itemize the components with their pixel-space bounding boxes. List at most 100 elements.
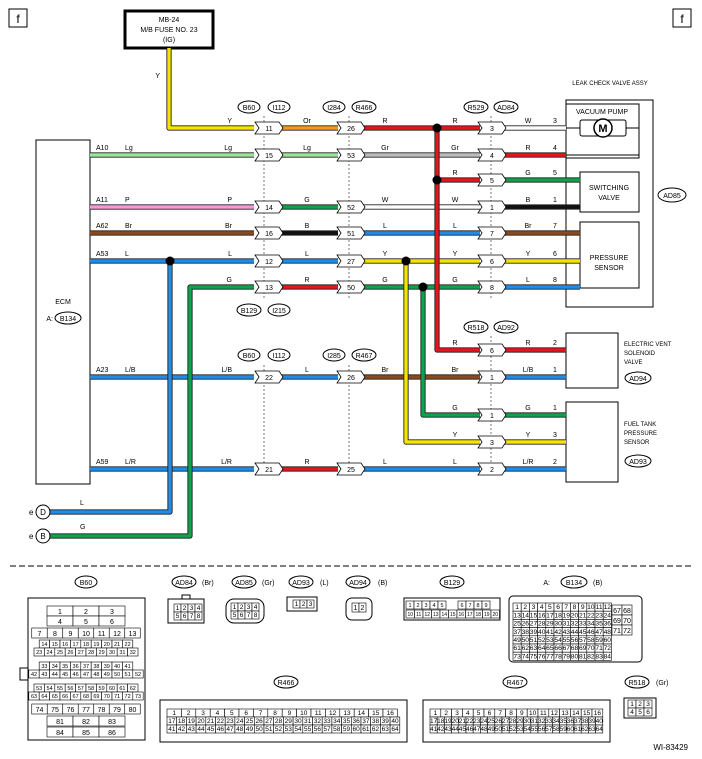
- svg-text:62: 62: [522, 645, 530, 652]
- svg-text:(Br): (Br): [202, 580, 214, 587]
- label-seg5-4: Br: [525, 223, 533, 230]
- svg-text:53: 53: [285, 726, 293, 733]
- svg-text:10: 10: [300, 710, 308, 717]
- svg-text:44: 44: [52, 672, 58, 678]
- svg-text:AD85: AD85: [663, 193, 681, 200]
- label-seg4-5: Y: [453, 251, 458, 258]
- label-pin-A10: A10: [96, 145, 109, 152]
- svg-text:47: 47: [83, 672, 89, 678]
- fuse-box: MB-24 M/B FUSE NO. 23 (IG): [123, 9, 215, 50]
- svg-text:83: 83: [595, 653, 603, 660]
- svg-text:1: 1: [354, 605, 358, 612]
- connector-c-1: 4: [477, 148, 507, 162]
- svg-text:19: 19: [444, 718, 452, 725]
- label-seg4-11: L: [453, 459, 457, 466]
- svg-text:17: 17: [73, 642, 79, 648]
- connector-c-4: 7: [477, 226, 507, 240]
- svg-text:4: 4: [540, 604, 544, 611]
- svg-text:29: 29: [285, 718, 293, 725]
- page-marker-right: f: [672, 8, 692, 28]
- svg-text:R467: R467: [507, 680, 524, 687]
- svg-text:67: 67: [613, 608, 621, 615]
- label-seg4-0: R: [452, 118, 457, 125]
- svg-text:68: 68: [571, 645, 579, 652]
- svg-text:25: 25: [246, 718, 254, 725]
- svg-text:AD93: AD93: [629, 459, 647, 466]
- svg-text:25: 25: [488, 718, 496, 725]
- label-seg2-7: R: [304, 459, 309, 466]
- connector-a-1: 15: [254, 148, 284, 162]
- svg-text:e: e: [29, 508, 34, 517]
- svg-text:17: 17: [168, 718, 176, 725]
- label-seg1-7: L/R: [221, 459, 232, 466]
- label-term-5: 6: [553, 251, 557, 258]
- label-term-9: 1: [553, 405, 557, 412]
- svg-text:58: 58: [587, 637, 595, 644]
- svg-text:MB-24: MB-24: [159, 17, 180, 24]
- svg-text:56: 56: [67, 686, 73, 692]
- svg-text:61: 61: [513, 645, 521, 652]
- svg-text:1: 1: [490, 205, 494, 212]
- svg-text:23: 23: [226, 718, 234, 725]
- svg-text:1: 1: [408, 603, 411, 609]
- svg-text:M/B FUSE NO. 23: M/B FUSE NO. 23: [140, 27, 197, 34]
- svg-text:SENSOR: SENSOR: [624, 440, 650, 446]
- label-term-3: 1: [553, 197, 557, 204]
- svg-text:14: 14: [441, 612, 447, 618]
- svg-text:54: 54: [524, 726, 532, 733]
- connector-a-6: 22: [254, 370, 284, 384]
- svg-text:23: 23: [595, 612, 603, 619]
- wires-layer: [50, 48, 580, 539]
- svg-text:55: 55: [531, 726, 539, 733]
- label-ecm-color-1: P: [125, 197, 130, 204]
- svg-text:18: 18: [475, 612, 481, 618]
- svg-text:27: 27: [347, 259, 355, 266]
- svg-text:24: 24: [236, 718, 244, 725]
- svg-text:50: 50: [256, 726, 264, 733]
- connector-c-8: 1: [477, 370, 507, 384]
- svg-text:48: 48: [480, 726, 488, 733]
- label-ecm-color-4: L/B: [125, 367, 136, 374]
- svg-text:9: 9: [484, 603, 487, 609]
- svg-text:42: 42: [178, 726, 186, 733]
- svg-text:3: 3: [247, 604, 251, 611]
- connector-c-9: 1: [477, 408, 507, 422]
- svg-text:16: 16: [62, 642, 68, 648]
- svg-text:18: 18: [554, 612, 562, 619]
- svg-text:65: 65: [52, 694, 58, 700]
- connector-a-7: 21: [254, 462, 284, 476]
- svg-text:41: 41: [546, 629, 554, 636]
- svg-text:24: 24: [480, 718, 488, 725]
- svg-text:21: 21: [114, 642, 120, 648]
- svg-text:8: 8: [254, 612, 258, 619]
- svg-text:62: 62: [581, 726, 589, 733]
- svg-text:R518: R518: [629, 680, 646, 687]
- svg-text:80: 80: [129, 707, 137, 714]
- svg-text:45: 45: [459, 726, 467, 733]
- svg-text:46: 46: [587, 629, 595, 636]
- svg-text:(L): (L): [320, 580, 329, 587]
- svg-text:52: 52: [538, 637, 546, 644]
- label-seg4-7: R: [452, 340, 457, 347]
- svg-text:8: 8: [509, 710, 513, 717]
- svg-text:16: 16: [387, 710, 395, 717]
- label-seg5-6: L: [526, 277, 530, 284]
- svg-text:f: f: [16, 12, 20, 26]
- svg-text:26: 26: [347, 375, 355, 382]
- svg-text:30: 30: [294, 718, 302, 725]
- svg-text:7: 7: [38, 631, 42, 638]
- svg-text:54: 54: [47, 686, 53, 692]
- svg-text:I215: I215: [272, 308, 286, 315]
- page-marker-left: f: [8, 8, 28, 28]
- svg-text:48: 48: [604, 629, 612, 636]
- svg-text:81: 81: [579, 653, 587, 660]
- svg-text:53: 53: [36, 686, 42, 692]
- svg-text:32: 32: [571, 621, 579, 628]
- label-seg5-3: B: [526, 197, 531, 204]
- svg-text:3: 3: [532, 604, 536, 611]
- svg-text:47: 47: [473, 726, 481, 733]
- label-fuse-y: Y: [155, 73, 160, 80]
- label-seg2-3: B: [305, 223, 310, 230]
- svg-text:80: 80: [571, 653, 579, 660]
- svg-text:45: 45: [579, 629, 587, 636]
